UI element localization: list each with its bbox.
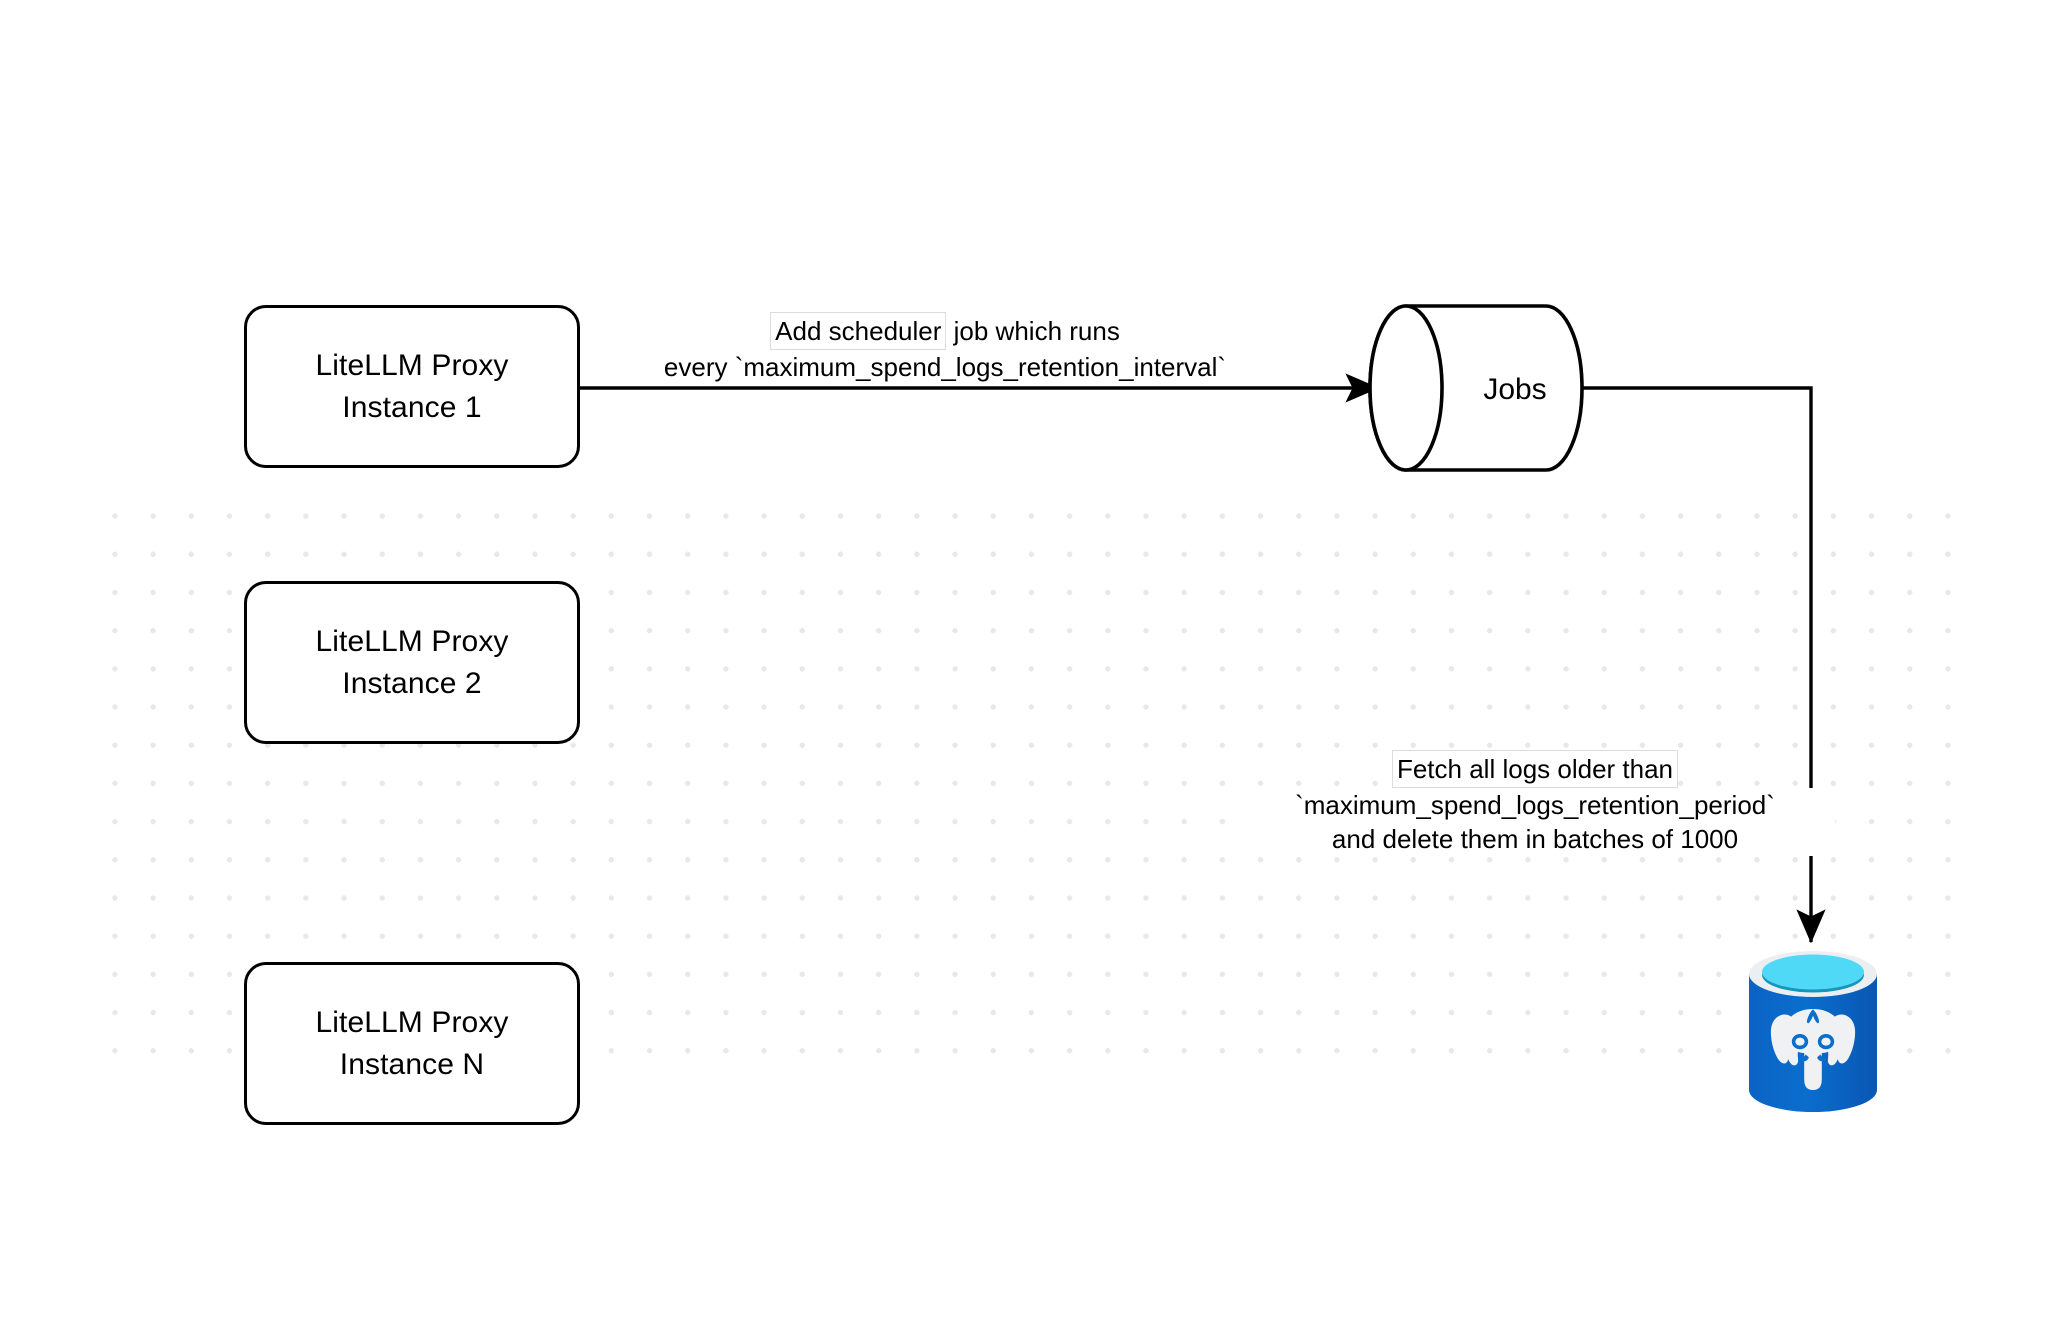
- edge-label-line-3: and delete them in batches of 1000: [1235, 822, 1835, 856]
- edge-label-line-2: `maximum_spend_logs_retention_period`: [1235, 788, 1835, 822]
- node-label: LiteLLM Proxy Instance N: [315, 1005, 509, 1081]
- edge-label-add-scheduler-job: Add scheduler job which runs every `maxi…: [600, 312, 1290, 384]
- postgresql-database-icon[interactable]: [1743, 948, 1883, 1118]
- edge-label-highlighted-fragment: Add scheduler: [770, 312, 947, 350]
- jobs-cylinder-shape: [1368, 304, 1584, 472]
- edge-label-line-2: every `maximum_spend_logs_retention_inte…: [600, 350, 1290, 384]
- elephant-detail: [1791, 1009, 1835, 1062]
- node-jobs-label: Jobs: [1483, 373, 1547, 406]
- edge-label-fetch-and-delete-logs: Fetch all logs older than `maximum_spend…: [1235, 750, 1835, 856]
- db-top-surface: [1762, 954, 1864, 990]
- edge-label-line-1-rest: job which runs: [946, 316, 1120, 346]
- node-label: LiteLLM Proxy Instance 1: [315, 348, 509, 424]
- connector-jobs-to-postgres: [1582, 386, 1826, 944]
- node-label: LiteLLM Proxy Instance 2: [315, 624, 509, 700]
- node-litellm-proxy-instance-n[interactable]: LiteLLM Proxy Instance N: [244, 962, 580, 1125]
- edge-label-highlighted-fragment: Fetch all logs older than: [1391, 750, 1679, 788]
- node-litellm-proxy-instance-2[interactable]: LiteLLM Proxy Instance 2: [244, 581, 580, 744]
- node-litellm-proxy-instance-1[interactable]: LiteLLM Proxy Instance 1: [244, 305, 580, 468]
- elephant-glyph: [1770, 1009, 1856, 1090]
